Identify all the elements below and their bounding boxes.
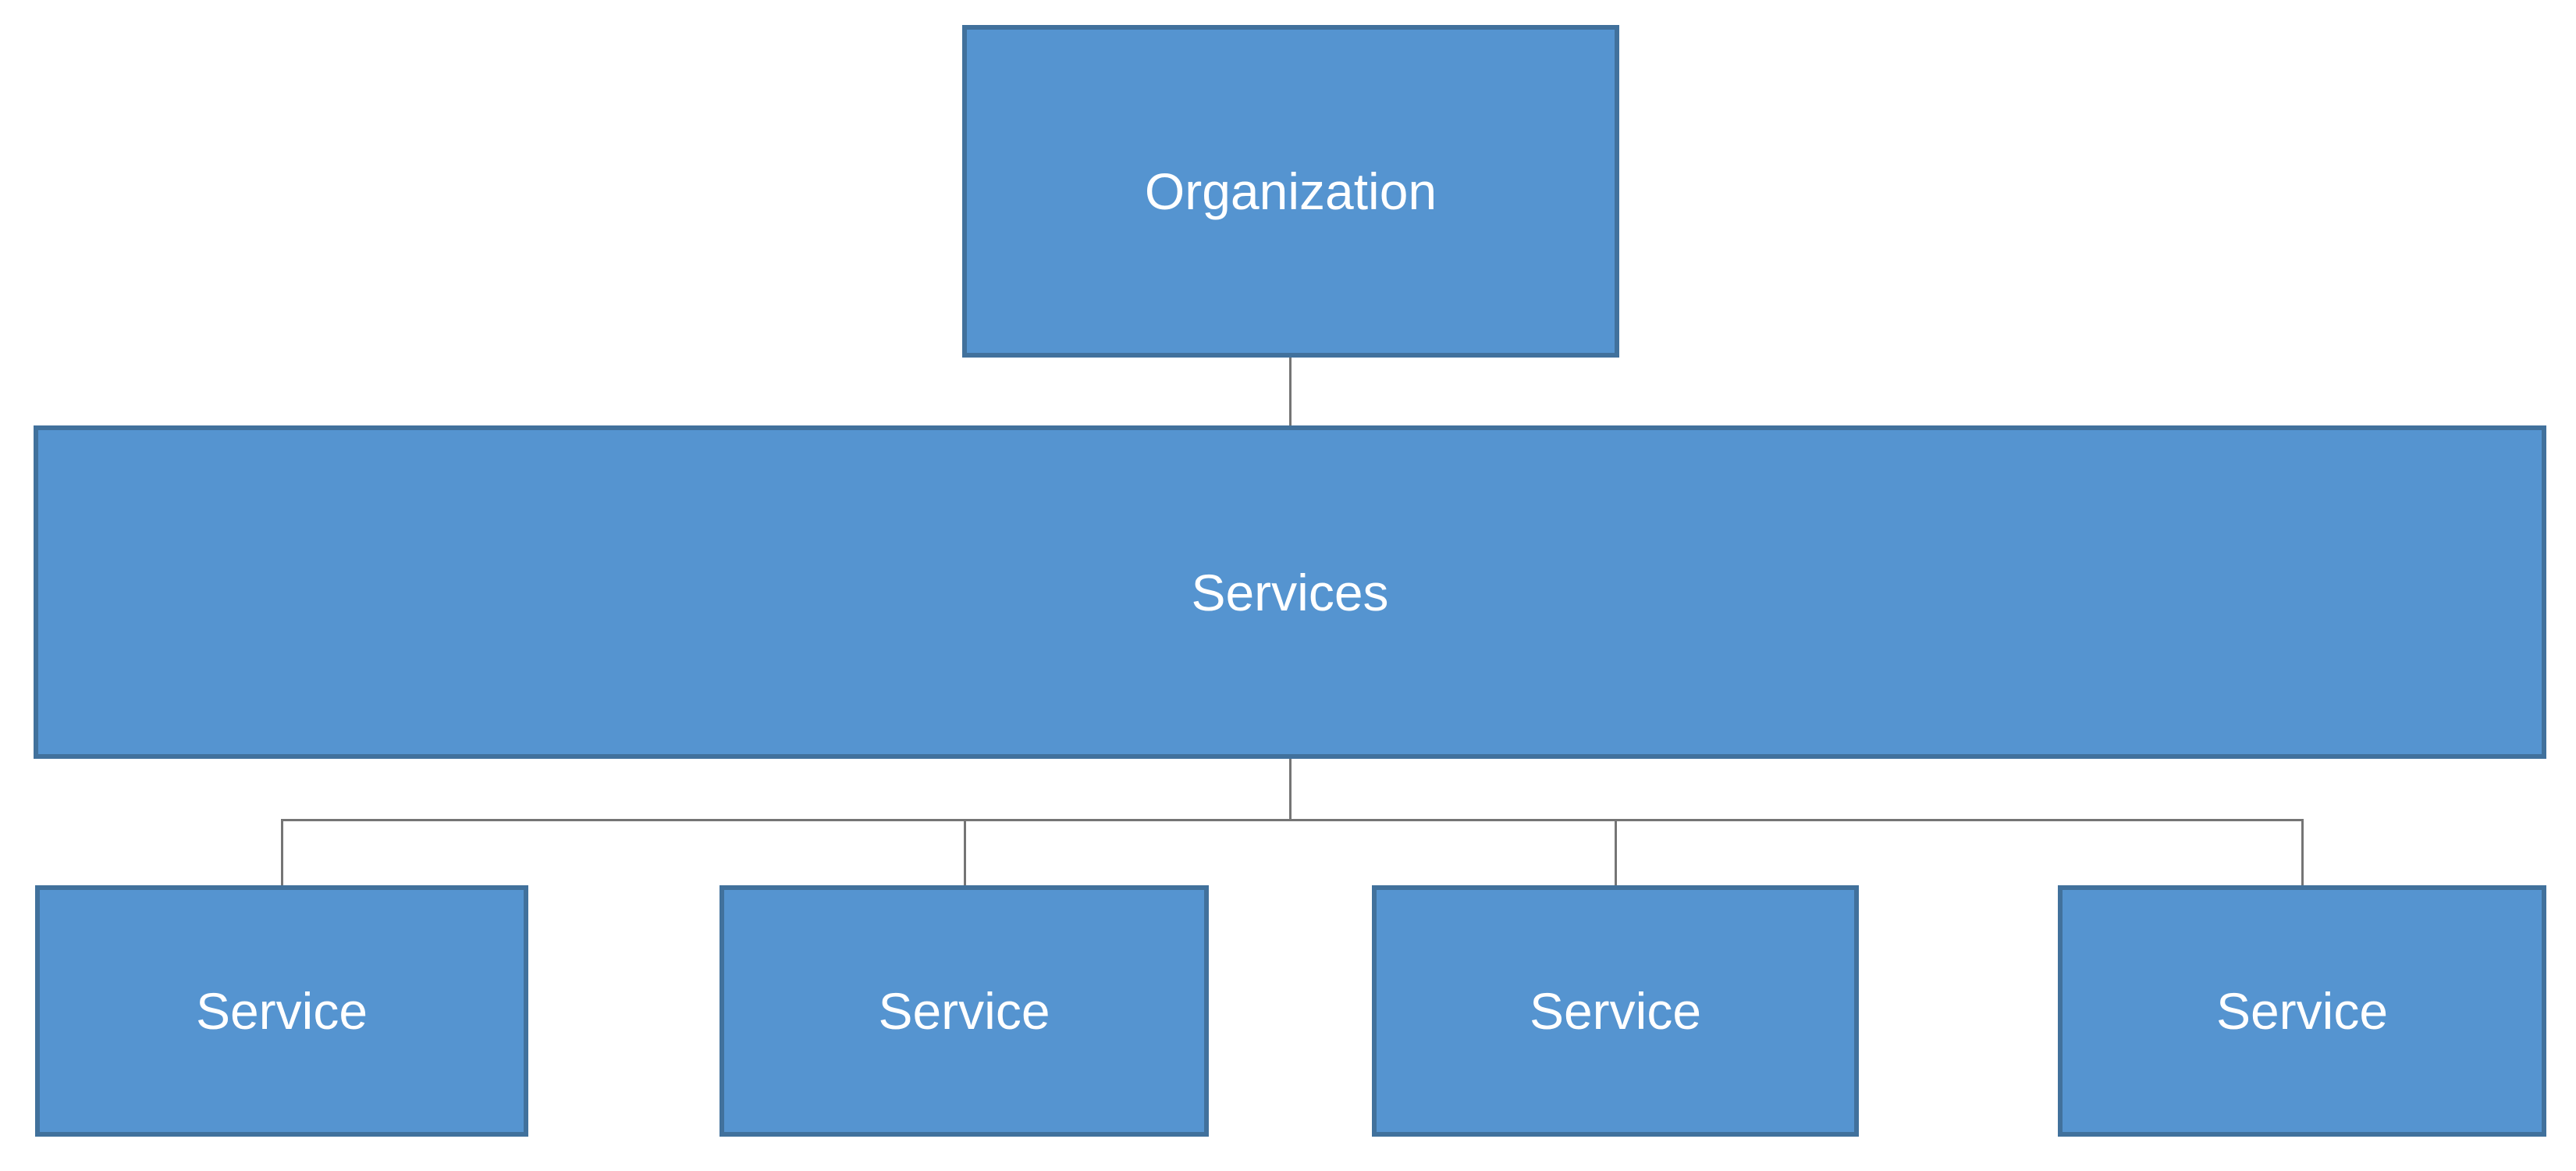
node-service-2[interactable]: Service <box>720 885 1209 1137</box>
connector-bus-to-service-3 <box>1615 819 1617 888</box>
node-service-1[interactable]: Service <box>35 885 528 1137</box>
node-service-4-label: Service <box>2215 982 2389 1040</box>
connector-organization-to-services <box>1289 356 1292 428</box>
connector-bus-to-service-2 <box>964 819 966 888</box>
connector-bus-to-service-4 <box>2301 819 2304 888</box>
connector-services-to-bus <box>1289 757 1292 821</box>
node-service-2-label: Service <box>878 982 1050 1040</box>
node-service-3[interactable]: Service <box>1372 885 1859 1137</box>
node-service-4[interactable]: Service <box>2058 885 2546 1137</box>
connector-bus-to-service-1 <box>281 819 283 888</box>
node-service-1-label: Service <box>195 982 368 1040</box>
node-services[interactable]: Services <box>34 425 2546 759</box>
node-organization[interactable]: Organization <box>962 25 1619 358</box>
node-organization-label: Organization <box>1144 162 1437 220</box>
node-service-3-label: Service <box>1529 982 1702 1040</box>
node-services-label: Services <box>1191 563 1389 621</box>
connector-bus-line <box>281 819 2304 821</box>
